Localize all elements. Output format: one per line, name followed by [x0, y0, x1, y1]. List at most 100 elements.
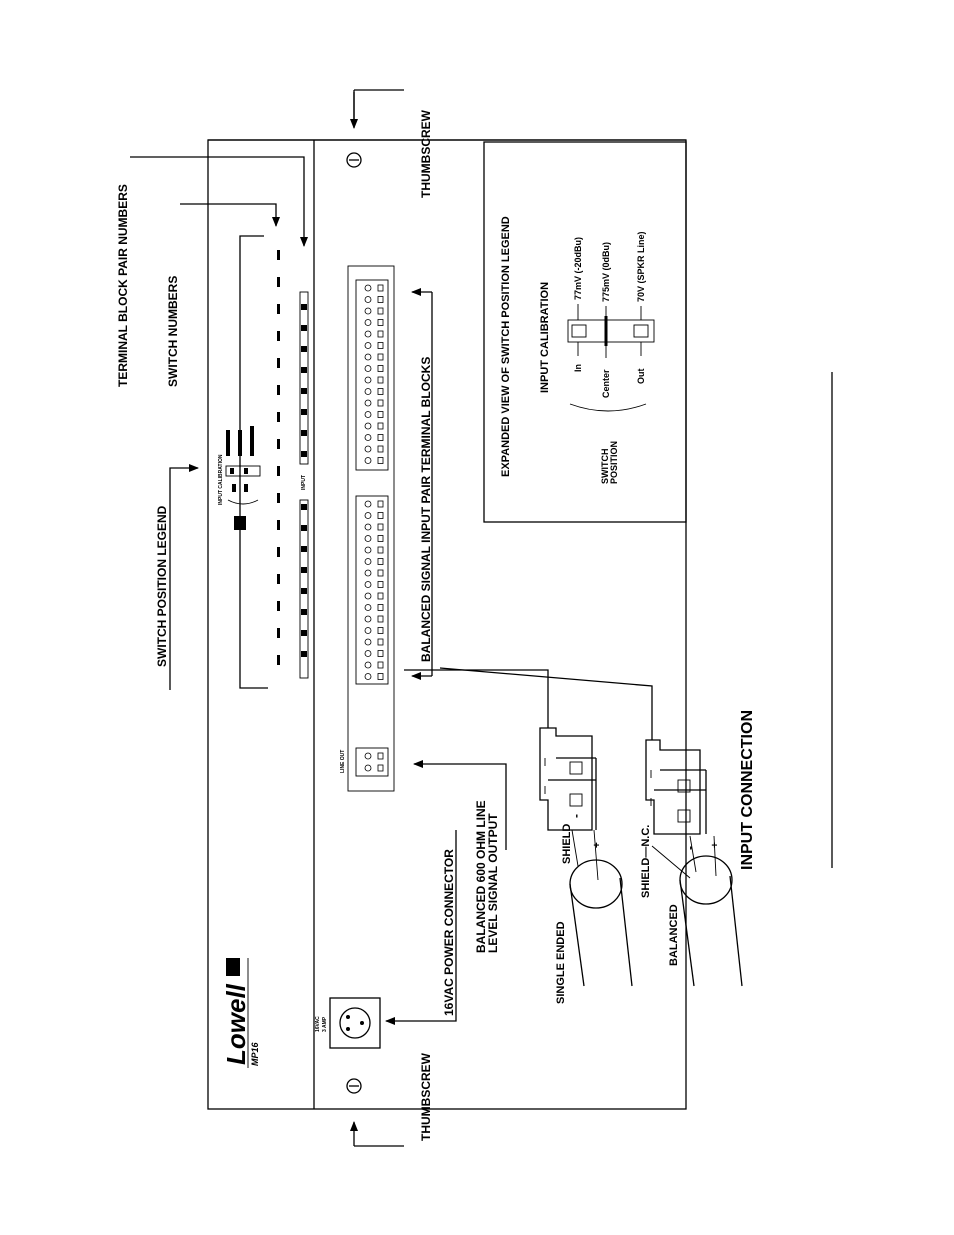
- terminal-screw: [364, 627, 372, 634]
- terminal-slot: [377, 342, 384, 349]
- switch-dash: [277, 412, 280, 422]
- terminal-screw: [364, 376, 372, 384]
- switch-dash: [277, 466, 280, 476]
- legend-bracket: [569, 403, 647, 412]
- terminal-screw: [364, 330, 372, 338]
- terminal-slot: [377, 569, 384, 577]
- input-indicator: [301, 546, 307, 552]
- balanced-plus-label: +: [710, 842, 721, 848]
- terminal-slot: [377, 627, 384, 634]
- terminal-slot: [377, 376, 384, 384]
- terminal-slot: [377, 604, 384, 611]
- terminal-screw: [364, 307, 372, 315]
- terminal-slot: [377, 512, 384, 519]
- terminal-slot: [377, 319, 384, 326]
- terminal-slot: [377, 546, 384, 554]
- power-connector[interactable]: 16VAC 3 AMP: [315, 997, 381, 1049]
- terminal-slot: [377, 388, 384, 395]
- balanced-connector: [645, 739, 707, 835]
- svg-text:INPUT CALIBRATION: INPUT CALIBRATION: [218, 454, 224, 505]
- terminal-screw: [364, 535, 372, 542]
- svg-text:3 AMP: 3 AMP: [322, 1016, 328, 1032]
- switch-position-legend-label: SWITCH POSITION LEGEND: [155, 505, 169, 667]
- switch-dash: [277, 655, 280, 665]
- terminal-slot: [377, 523, 384, 531]
- terminal-screw: [364, 500, 372, 508]
- terminal-screw: [364, 604, 372, 611]
- terminal-screw: [364, 764, 372, 772]
- switch-dash: [277, 547, 280, 557]
- switch-dash: [277, 331, 280, 341]
- input-indicator: [301, 567, 307, 573]
- terminal-screw: [364, 445, 372, 453]
- single-minus-label: -: [569, 814, 583, 818]
- terminal-slot: [377, 615, 384, 623]
- terminal-screw: [364, 638, 372, 646]
- switch-dash: [277, 277, 280, 287]
- thumbscrew-top-icon[interactable]: [346, 152, 362, 168]
- legend-in-value: 77mV (-20dBu): [573, 237, 583, 300]
- switch-dash: [277, 520, 280, 530]
- switch-dash: [277, 439, 280, 449]
- panel-calibration-legend: INPUT CALIBRATION: [218, 426, 261, 530]
- terminal-screw: [364, 546, 372, 554]
- terminal-slot: [377, 284, 384, 292]
- terminal-screw: [364, 296, 372, 303]
- terminal-screw: [364, 581, 372, 588]
- shield-nc-label: SHIELD—N.C.: [640, 825, 652, 898]
- terminal-blocks-label: BALANCED SIGNAL INPUT PAIR TERMINAL BLOC…: [419, 357, 433, 662]
- svg-text:POSITION: POSITION: [609, 441, 619, 484]
- switch-dash: [277, 385, 280, 395]
- page-title: INPUT CONNECTION: [739, 710, 756, 870]
- legend-out-name: Out: [636, 369, 646, 385]
- line-output-label-2: LEVEL SIGNAL OUTPUT: [486, 813, 500, 953]
- terminal-slot: [377, 661, 384, 669]
- terminal-screw: [364, 342, 372, 349]
- line-output-label-1: BALANCED 600 OHM LINE: [474, 800, 488, 953]
- terminal-screw: [364, 411, 372, 418]
- input-indicator: [301, 304, 307, 310]
- logo-mark: [226, 958, 240, 976]
- legend-out-value: 70V (SPKR Line): [636, 231, 646, 302]
- terminal-screw: [364, 422, 372, 430]
- input-indicator: [301, 430, 307, 436]
- legend-center-value: 775mV (0dBu): [601, 242, 611, 302]
- svg-text:INPUT: INPUT: [301, 475, 307, 490]
- terminal-slot: [377, 422, 384, 430]
- terminal-slot: [377, 500, 384, 508]
- power-connector-label: 16VAC POWER CONNECTOR: [442, 849, 456, 1016]
- legend-switch-in: [571, 324, 587, 338]
- balanced-label: BALANCED: [668, 904, 680, 966]
- terminal-screw: [364, 592, 372, 600]
- svg-text:LINE OUT: LINE OUT: [340, 750, 346, 773]
- switch-dash: [277, 574, 280, 584]
- terminal-slot: [377, 330, 384, 338]
- single-ended-cable: [569, 829, 633, 987]
- switch-dash: [277, 601, 280, 611]
- switch-dash: [277, 493, 280, 503]
- terminal-screw: [364, 752, 372, 760]
- terminal-slot: [377, 650, 384, 657]
- input-indicator: [301, 346, 307, 352]
- legend-subheading: INPUT CALIBRATION: [539, 282, 551, 393]
- terminal-slot: [377, 353, 384, 361]
- terminal-screw: [364, 434, 372, 441]
- terminal-slot: [377, 445, 384, 453]
- terminal-screw: [364, 353, 372, 361]
- input-strips: INPUT: [299, 291, 309, 679]
- shield-label: SHIELD: [561, 824, 573, 864]
- callout-lines: [130, 89, 833, 1147]
- terminal-screw: [364, 615, 372, 623]
- terminal-slot: [377, 434, 384, 441]
- input-indicator: [301, 588, 307, 594]
- input-indicator: [301, 325, 307, 331]
- terminal-screw: [364, 650, 372, 657]
- thumbscrew-bottom-icon[interactable]: [346, 1078, 362, 1094]
- single-ended-connector: [539, 727, 597, 831]
- rack-panel: [207, 139, 687, 1110]
- terminal-slot: [377, 558, 384, 565]
- terminal-slot: [377, 752, 384, 760]
- terminal-slot: [377, 673, 384, 680]
- legend-center-name: Center: [601, 369, 611, 398]
